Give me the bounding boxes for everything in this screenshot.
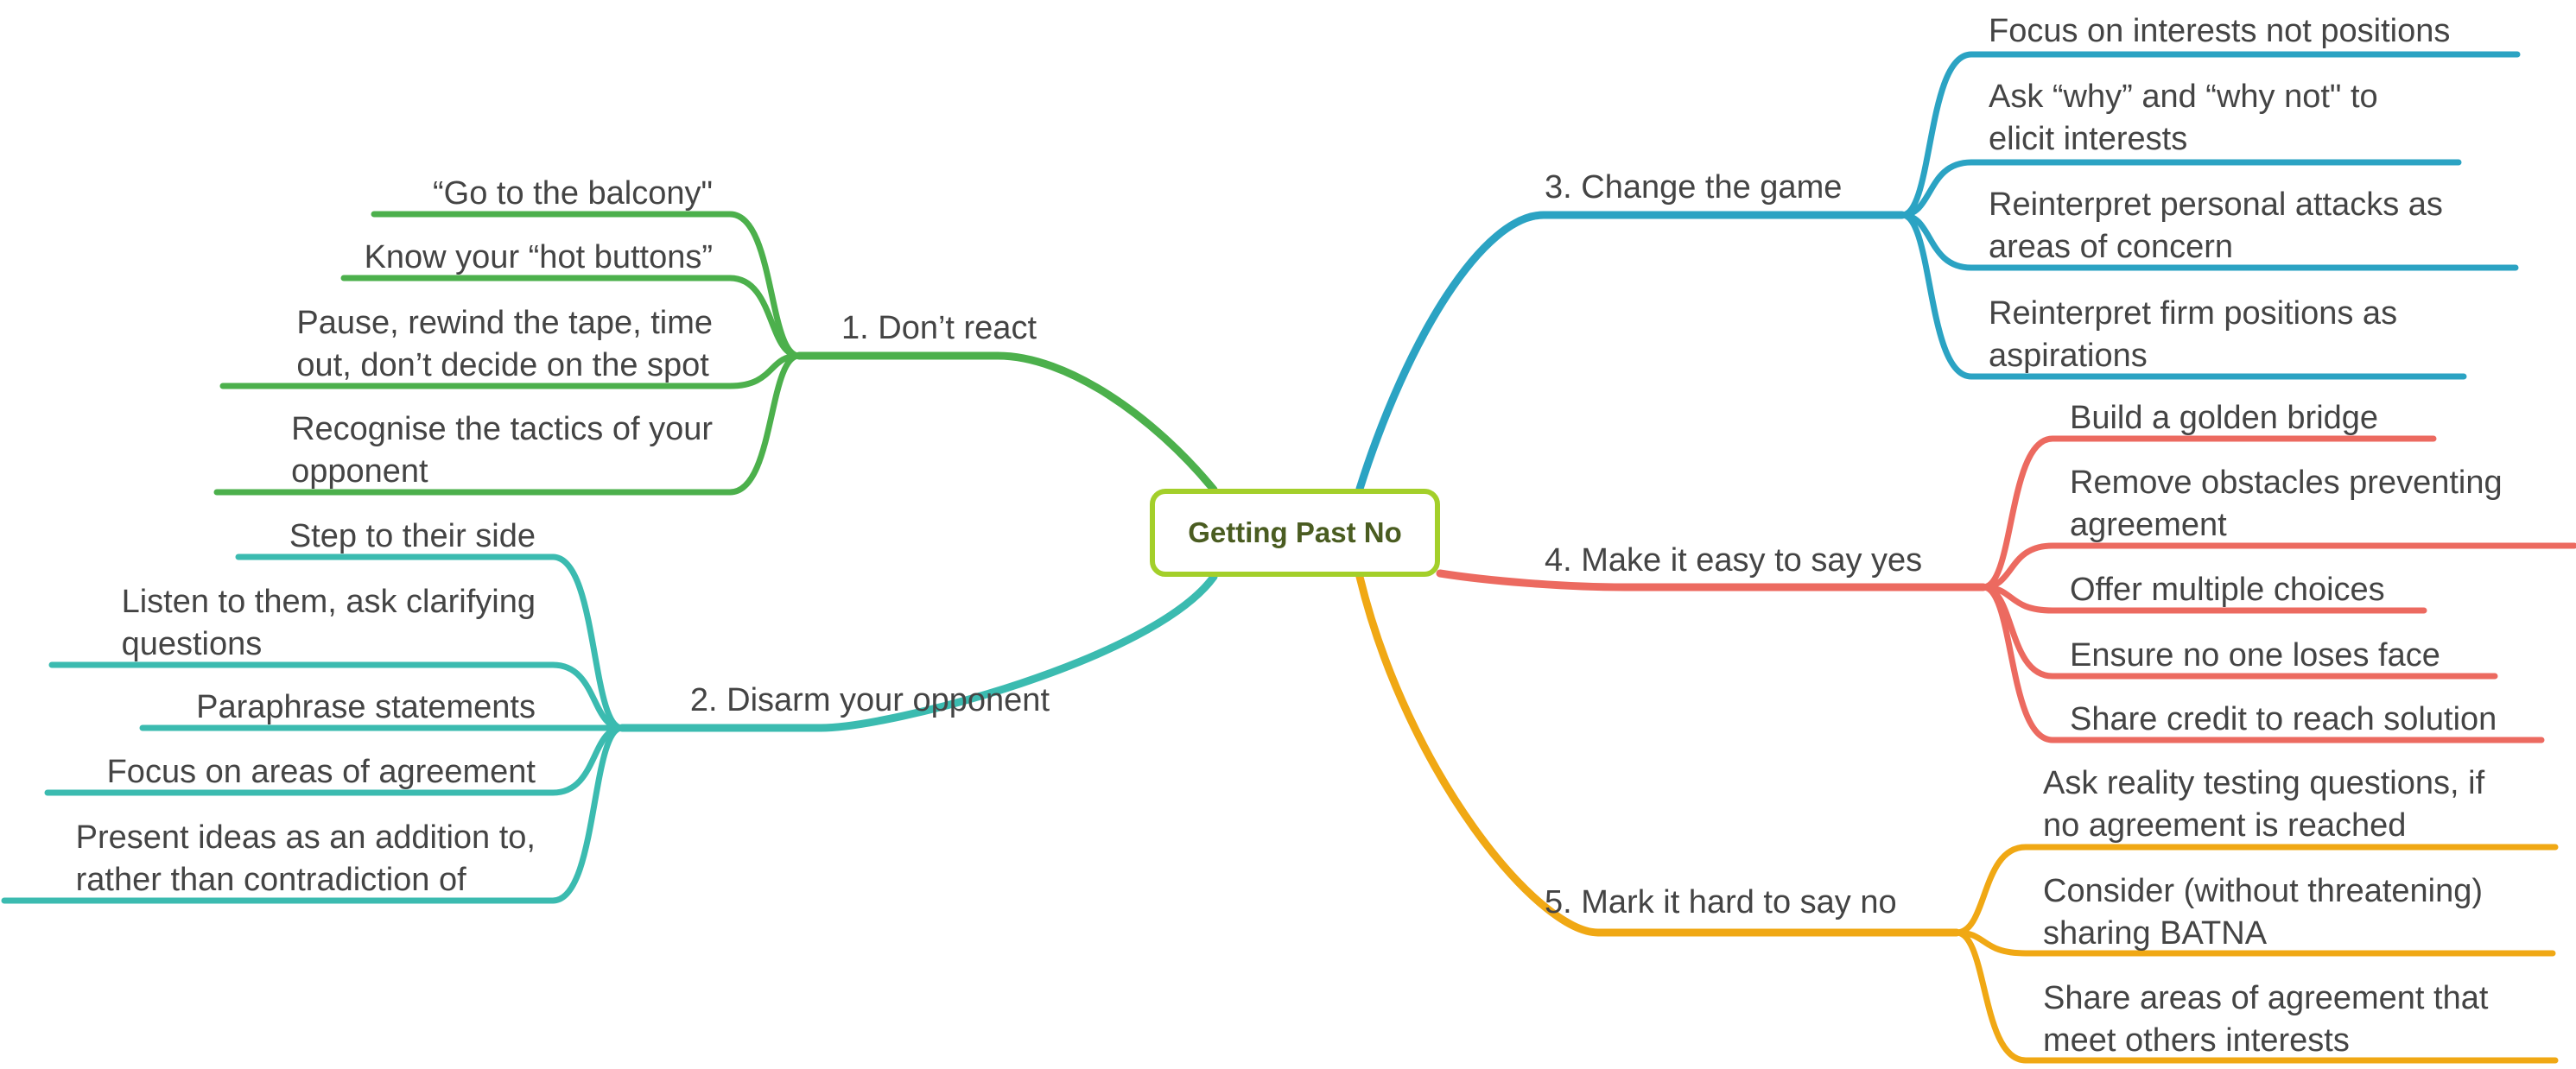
topic-reinterpret-personal-attacks-as[interactable]: Reinterpret personal attacks as areas of … (1989, 184, 2443, 269)
topic-line: Recognise the tactics of your (291, 411, 713, 447)
topic-line: out, don’t decide on the spot (296, 347, 709, 383)
branch-connector-1 (795, 351, 1218, 494)
topic-build-a-golden-bridge[interactable]: Build a golden bridge (2070, 397, 2378, 440)
branch-label-2[interactable]: 2. Disarm your opponent (689, 682, 1050, 718)
topic-line: Reinterpret firm positions as (1989, 295, 2398, 332)
topic-ask-why-and-why-not-to[interactable]: Ask “why” and “why not" to elicit interes… (1989, 76, 2378, 161)
topic-line: Focus on areas of agreement (106, 754, 536, 790)
topic-line: Build a golden bridge (2070, 400, 2379, 436)
topic-listen-to-them-ask-clarifying[interactable]: Listen to them, ask clarifying questions (122, 581, 536, 666)
item-connector-4-5 (1980, 584, 2545, 743)
topic-line: questions (121, 626, 263, 662)
topic-line: Present ideas as an addition to, (75, 819, 536, 856)
topic-line: Ask “why” and “why not" to (1989, 79, 2378, 115)
topic-line: Share credit to reach solution (2070, 701, 2497, 737)
item-connector-5-3 (1953, 929, 2559, 1064)
topic-line: Step to their side (289, 518, 536, 554)
topic-line: elicit interests (1989, 121, 2188, 157)
central-topic[interactable]: Getting Past No (1150, 489, 1440, 577)
topic-reinterpret-firm-positions-as[interactable]: Reinterpret firm positions as aspirations (1989, 293, 2397, 377)
topic-line: opponent (291, 453, 428, 490)
topic-offer-multiple-choices[interactable]: Offer multiple choices (2070, 569, 2385, 611)
topic-line: Share areas of agreement that (2043, 980, 2489, 1016)
topic-line: Offer multiple choices (2070, 572, 2385, 608)
topic-line: Pause, rewind the tape, time (296, 305, 713, 341)
topic-line: Reinterpret personal attacks as (1989, 187, 2443, 223)
branch-label-3[interactable]: 3. Change the game (1545, 169, 1843, 206)
topic-paraphrase-statements[interactable]: Paraphrase statements (196, 686, 536, 729)
topic-line: “Go to the balcony" (432, 175, 713, 212)
item-connector-1-4 (213, 352, 803, 496)
topic-step-to-their-side[interactable]: Step to their side (289, 516, 536, 558)
item-connector-3-2 (1899, 159, 2462, 218)
item-connector-2-5 (1, 724, 625, 904)
item-connector-2-2 (48, 661, 625, 731)
topic-line: agreement (2070, 507, 2227, 543)
item-connector-3-4 (1899, 212, 2467, 380)
branch-connector-2 (618, 572, 1218, 732)
topic-line: aspirations (1989, 338, 2148, 374)
topic-line: meet others interests (2043, 1022, 2350, 1059)
topic-line: Remove obstacles preventing (2070, 465, 2503, 501)
branch-connector-5 (1355, 572, 1961, 937)
topic-share-areas-of-agreement-that[interactable]: Share areas of agreement that meet others… (2043, 977, 2488, 1062)
branch-label-1[interactable]: 1. Don’t react (841, 310, 1037, 346)
item-connector-2-1 (235, 553, 625, 731)
topic-consider-without-threatening[interactable]: Consider (without threatening) sharing BA… (2043, 870, 2483, 955)
topic-present-ideas-as-an-addition-to[interactable]: Present ideas as an addition to, rather t… (76, 817, 536, 901)
topic-remove-obstacles-preventing[interactable]: Remove obstacles preventing agreement (2070, 462, 2503, 547)
topic-know-your-hot-buttons[interactable]: Know your “hot buttons” (365, 237, 713, 279)
topic-ensure-no-one-loses-face[interactable]: Ensure no one loses face (2070, 635, 2440, 677)
topic-recognise-the-tactics-of-your[interactable]: Recognise the tactics of your opponent (291, 408, 713, 493)
topic-line: Consider (without threatening) (2043, 873, 2484, 909)
branch-label-5[interactable]: 5. Mark it hard to say no (1545, 884, 1897, 920)
branch-connector-3 (1355, 211, 1907, 493)
topic-focus-on-areas-of-agreement[interactable]: Focus on areas of agreement (107, 751, 536, 794)
central-topic-label: Getting Past No (1188, 516, 1402, 548)
topic-line: Focus on interests not positions (1989, 13, 2451, 49)
topic-line: sharing BATNA (2043, 915, 2268, 952)
item-connector-5-1 (1953, 844, 2559, 936)
item-connector-4-1 (1980, 435, 2437, 591)
topic-line: rather than contradiction of (75, 862, 466, 898)
topic-line: no agreement is reached (2043, 807, 2407, 844)
branch-connector-4 (1436, 569, 1988, 591)
topic-line: Know your “hot buttons” (364, 239, 713, 275)
topic-line: Paraphrase statements (196, 689, 536, 725)
topic-go-to-the-balcony[interactable]: “Go to the balcony" (433, 173, 713, 215)
branch-label-4[interactable]: 4. Make it easy to say yes (1545, 542, 1923, 579)
topic-focus-on-interests-not-positions[interactable]: Focus on interests not positions (1989, 10, 2450, 53)
item-connector-3-1 (1899, 51, 2521, 218)
topic-line: Ensure no one loses face (2070, 637, 2440, 674)
topic-pause-rewind-the-tape-time[interactable]: Pause, rewind the tape, time out, don’t d… (296, 302, 713, 387)
topic-line: Ask reality testing questions, if (2043, 765, 2485, 801)
topic-ask-reality-testing-questions-if[interactable]: Ask reality testing questions, if no agre… (2043, 762, 2484, 847)
topic-line: Listen to them, ask clarifying (121, 584, 536, 620)
topic-line: areas of concern (1989, 229, 2234, 265)
topic-share-credit-to-reach-solution[interactable]: Share credit to reach solution (2070, 699, 2497, 741)
item-connector-1-2 (340, 275, 803, 359)
